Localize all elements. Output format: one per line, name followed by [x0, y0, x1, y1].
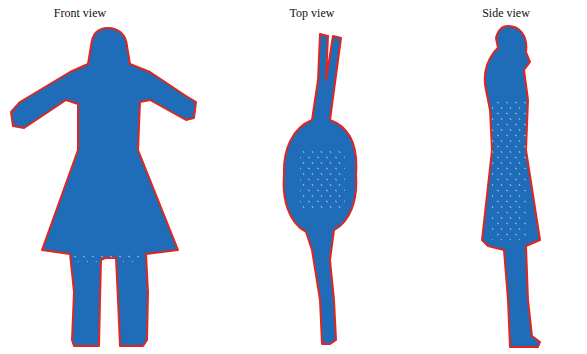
view-caption: Side view	[482, 6, 530, 21]
view-caption: Front view	[54, 6, 106, 21]
top-silhouette	[284, 34, 357, 344]
view-caption: Top view	[290, 6, 335, 21]
side-silhouette	[482, 26, 540, 347]
front-silhouette	[11, 28, 196, 346]
